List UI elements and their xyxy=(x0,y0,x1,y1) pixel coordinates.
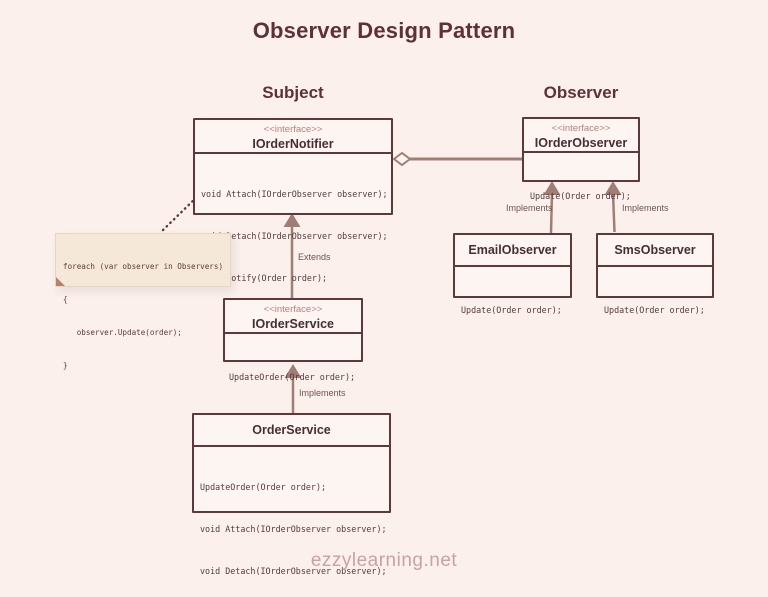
implements-orderservice-arrow-icon xyxy=(284,364,302,378)
class-header: OrderService xyxy=(194,415,389,445)
method-line: void Attach(IOrderObserver observer); xyxy=(201,189,388,199)
class-name: IOrderService xyxy=(252,317,334,331)
class-header: SmsObserver xyxy=(598,235,712,265)
class-methods: Update(Order order); xyxy=(524,151,638,231)
note-code-line: observer.Update(order); xyxy=(63,328,182,337)
stereotype-label: <<interface>> xyxy=(263,304,323,315)
class-name: EmailObserver xyxy=(468,243,557,257)
diagram-title: Observer Design Pattern xyxy=(252,18,516,43)
subject-heading: Subject xyxy=(262,83,324,102)
class-header: <<interface>> IOrderNotifier xyxy=(195,120,391,152)
observer-heading: Observer xyxy=(543,83,619,102)
implements-email-line xyxy=(549,192,554,234)
class-methods: UpdateOrder(Order order); xyxy=(225,332,361,412)
implements-sms-arrow-icon xyxy=(604,181,622,195)
method-line: UpdateOrder(Order order); xyxy=(200,482,327,492)
class-name: IOrderNotifier xyxy=(252,137,334,151)
code-note: foreach (var observer in Observers) { ob… xyxy=(55,233,231,370)
method-line: void Attach(IOrderObserver observer); xyxy=(200,524,387,534)
note-code-line: foreach (var observer in Observers) xyxy=(63,262,224,271)
stereotype-label: <<interface>> xyxy=(263,124,323,135)
implements-email-label: Implements xyxy=(506,203,553,213)
implements-sms-line xyxy=(611,192,616,233)
class-box-orderservice: OrderService UpdateOrder(Order order); v… xyxy=(192,413,391,576)
note-code-line: } xyxy=(63,361,68,370)
class-box-iorderservice: <<interface>> IOrderService UpdateOrder(… xyxy=(223,298,363,382)
note-fold-icon xyxy=(56,277,65,286)
class-methods: Update(Order order); xyxy=(455,265,570,345)
implements-email-arrow-icon xyxy=(543,181,561,195)
class-header: <<interface>> IOrderService xyxy=(225,300,361,332)
aggregation-diamond-icon xyxy=(392,151,412,167)
stereotype-label: <<interface>> xyxy=(551,123,611,134)
watermark-text: ezzylearning.net xyxy=(310,550,458,571)
class-header: EmailObserver xyxy=(455,235,570,265)
class-methods: Update(Order order); xyxy=(598,265,712,345)
class-box-iorderobserver: <<interface>> IOrderObserver Update(Orde… xyxy=(522,117,640,201)
note-code-line: { xyxy=(63,295,68,304)
note-link-dotted-line xyxy=(161,192,202,232)
class-methods: UpdateOrder(Order order); void Attach(IO… xyxy=(194,445,389,597)
implements-sms-label: Implements xyxy=(622,203,669,213)
class-name: SmsObserver xyxy=(614,243,696,257)
class-box-smsobserver: SmsObserver Update(Order order); xyxy=(596,233,714,315)
class-name: OrderService xyxy=(252,423,331,437)
method-line: UpdateOrder(Order order); xyxy=(229,372,356,382)
method-line: void Detach(IOrderObserver observer); xyxy=(200,566,387,576)
method-line: Update(Order order); xyxy=(461,305,562,315)
class-box-iordernotifier: <<interface>> IOrderNotifier void Attach… xyxy=(193,118,393,283)
note-code: foreach (var observer in Observers) { ob… xyxy=(56,234,230,393)
class-name: IOrderObserver xyxy=(534,136,628,150)
class-header: <<interface>> IOrderObserver xyxy=(524,119,638,151)
class-box-emailobserver: EmailObserver Update(Order order); xyxy=(453,233,572,315)
method-line: Update(Order order); xyxy=(604,305,705,315)
extends-arrow-icon xyxy=(283,213,301,227)
method-line: Update(Order order); xyxy=(530,191,631,201)
implements-orderservice-label: Implements xyxy=(299,388,346,398)
extends-label: Extends xyxy=(298,252,331,262)
